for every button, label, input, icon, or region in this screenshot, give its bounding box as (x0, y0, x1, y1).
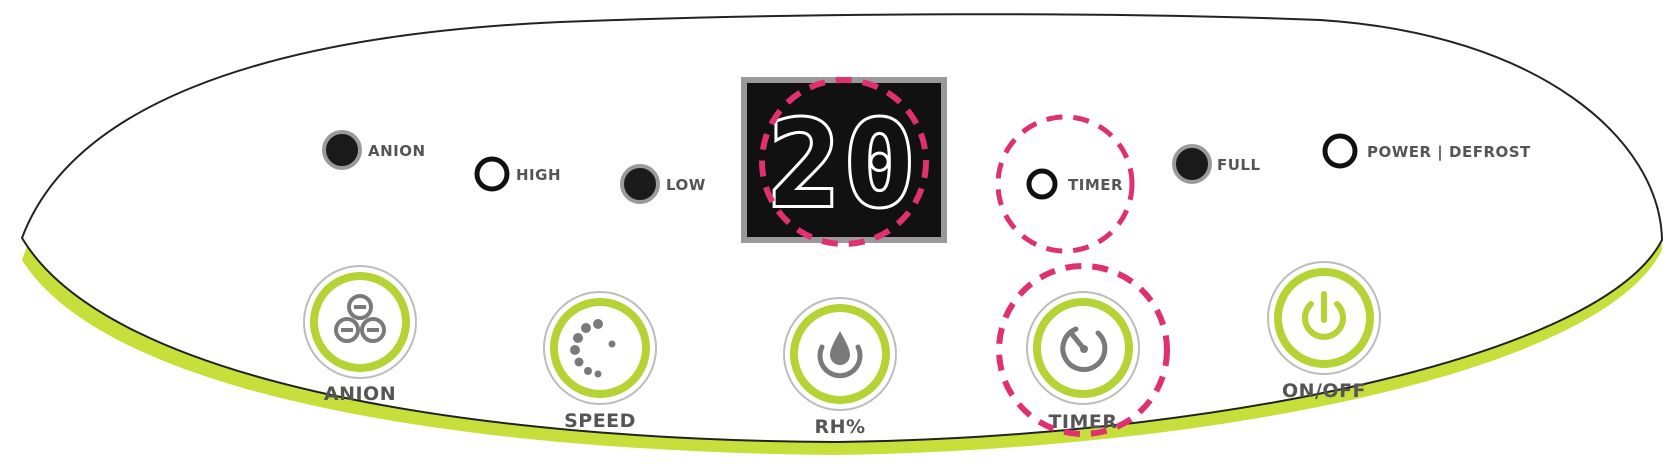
timer-button-label: TIMER (1048, 411, 1117, 433)
timer-button[interactable] (1026, 291, 1140, 405)
indicator-high: HIGH (474, 156, 561, 192)
indicator-label-power-defrost: POWER | DEFROST (1367, 143, 1531, 162)
indicator-light-timer (1026, 168, 1058, 200)
indicator-label-timer: TIMER (1068, 176, 1123, 194)
display-value: 20 (769, 95, 919, 233)
humidity-drop-icon (817, 331, 863, 379)
indicator-light-power-defrost (1322, 133, 1358, 169)
power-icon (1302, 291, 1346, 340)
indicator-full: FULL (1172, 144, 1261, 184)
indicator-anion: ANION (322, 130, 426, 170)
timer-button-highlight-ring (996, 263, 1170, 437)
indicator-light-anion (322, 130, 362, 170)
display-highlight-ring (759, 77, 929, 247)
speed-icon (570, 319, 616, 378)
rh-button[interactable] (783, 297, 897, 411)
indicator-light-low (620, 164, 660, 204)
indicator-light-full (1172, 144, 1212, 184)
indicator-label-low: LOW (666, 176, 706, 194)
indicator-label-anion: ANION (368, 142, 426, 160)
led-display: 20 (741, 77, 947, 247)
speed-button[interactable] (543, 291, 657, 405)
anion-button-label: ANION (324, 383, 396, 405)
indicator-low: LOW (620, 164, 706, 204)
indicator-light-high (474, 156, 510, 192)
power-button-label: ON/OFF (1282, 380, 1366, 402)
indicator-timer: TIMER (995, 114, 1135, 254)
indicator-timer-highlight-ring (995, 114, 1135, 254)
speed-button-label: SPEED (564, 410, 636, 432)
timer-icon (1060, 326, 1108, 372)
rh-button-label: RH% (814, 416, 865, 438)
indicator-label-full: FULL (1217, 156, 1261, 174)
anion-icon (334, 294, 386, 343)
power-button[interactable] (1267, 261, 1381, 375)
anion-button[interactable] (303, 265, 417, 379)
indicator-power-defrost: POWER | DEFROST (1322, 133, 1531, 169)
indicator-label-high: HIGH (516, 166, 561, 184)
